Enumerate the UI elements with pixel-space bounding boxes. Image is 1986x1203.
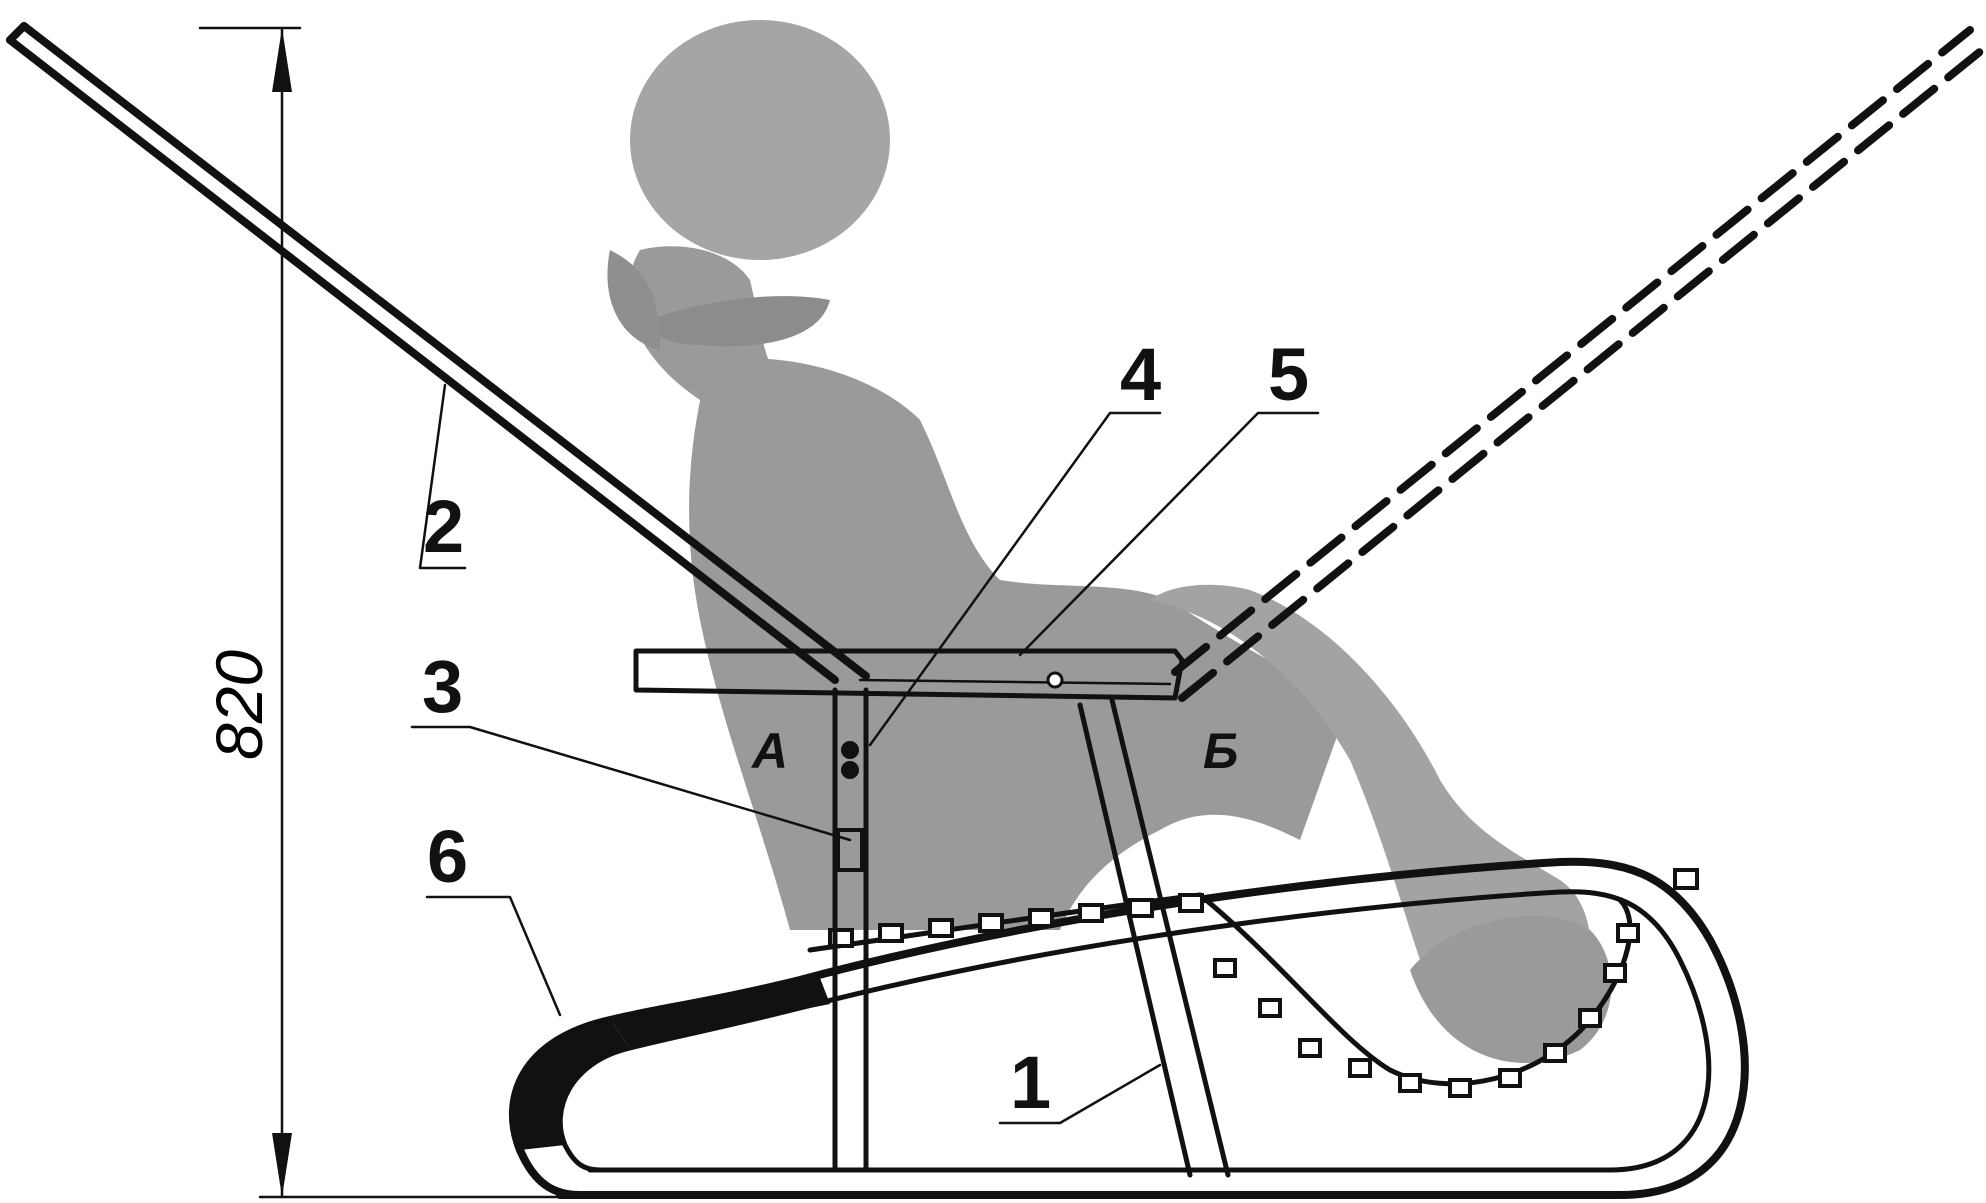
dashed-line-1 [1171,26,1974,676]
seat-frame [633,648,1185,701]
callout-5: 5 [1268,333,1309,416]
latch-joint-1 [841,741,859,759]
sled-runner [509,857,1749,1199]
dim-arrow-bottom [272,1133,292,1197]
slat-blocks [828,868,1699,1098]
runner-front-tip-fill [512,1020,630,1150]
child-legs [1150,584,1591,1007]
child-figure [607,20,1612,1064]
sled-posts [832,687,1231,1178]
leader-3 [410,725,852,842]
callout-labels: 2 4 5 3 6 1 А Б [422,333,1309,1124]
point-label-a: А [750,723,788,779]
latch-clip [836,828,864,872]
dimension-820: 820 [198,26,562,1199]
dashed-line-2 [1178,46,1986,702]
handle-outer [6,36,839,684]
leader-lines [410,383,1320,1125]
latch-joint-2 [841,761,859,779]
callout-4: 4 [1120,333,1161,416]
dimension-label: 820 [202,650,276,760]
callout-6: 6 [427,815,468,898]
child-head [630,20,890,260]
handle-inner [20,22,870,680]
leader-2 [418,383,467,570]
callout-2: 2 [423,485,464,568]
push-handle [6,22,870,684]
handle-cap [6,22,28,44]
point-label-b: Б [1203,723,1238,779]
callout-3: 3 [422,645,463,728]
rear-post-left [1077,702,1193,1178]
child-torso [689,358,1350,930]
callout-1: 1 [1010,1041,1051,1124]
leader-4 [868,411,1162,747]
seat-bolt [1046,671,1064,689]
sled-slats [807,868,1699,1098]
runner-front-bar [610,978,830,1048]
leader-1 [998,1063,1162,1125]
leader-5 [1018,411,1320,657]
latch-a [836,741,864,872]
folded-handle-dashed [1171,26,1986,702]
child-hat-earflap [607,250,660,350]
leader-6 [425,895,562,1017]
seat-bar-outline [633,648,1185,701]
child-collar [650,296,830,347]
seat-bar-inner [858,678,1172,686]
dim-arrow-top [272,28,292,92]
rear-post-right [1109,697,1231,1178]
child-boot [1410,915,1612,1064]
